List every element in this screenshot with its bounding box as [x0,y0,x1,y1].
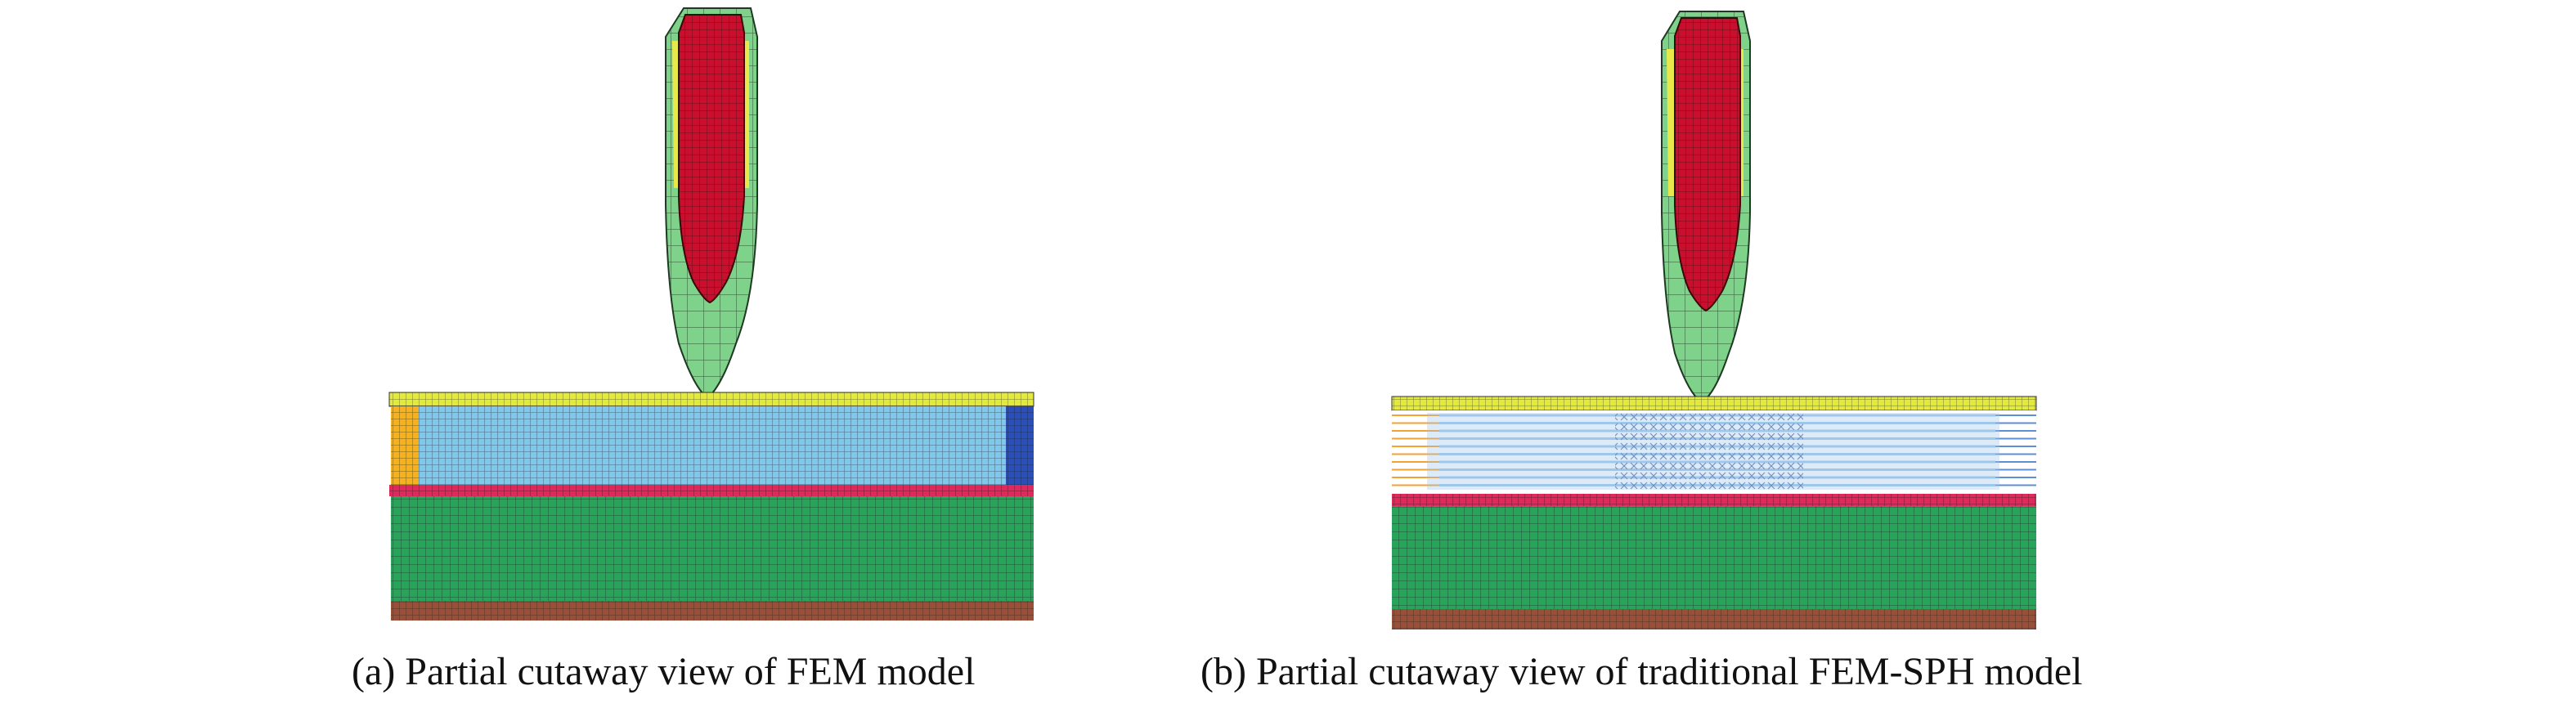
panel-a-caption: (a) Partial cutaway view of FEM model [352,650,976,693]
projectile-b [1661,11,1751,401]
panel-b-caption: (b) Partial cutaway view of traditional … [1200,650,2083,693]
projectile-sleeve-b [1667,49,1675,196]
sph-particle-zone-b [1392,410,2036,494]
sph-lines-right-b [1995,414,2036,486]
panel-b-fem-sph-model [1391,11,2037,630]
panel-a-fem-model [388,7,1034,621]
target-b [1391,396,2037,630]
target-a [388,392,1034,621]
sph-lines-left-b [1392,414,1439,486]
projectile-a [665,7,758,397]
sph-impact-particles-b [1615,413,1803,490]
